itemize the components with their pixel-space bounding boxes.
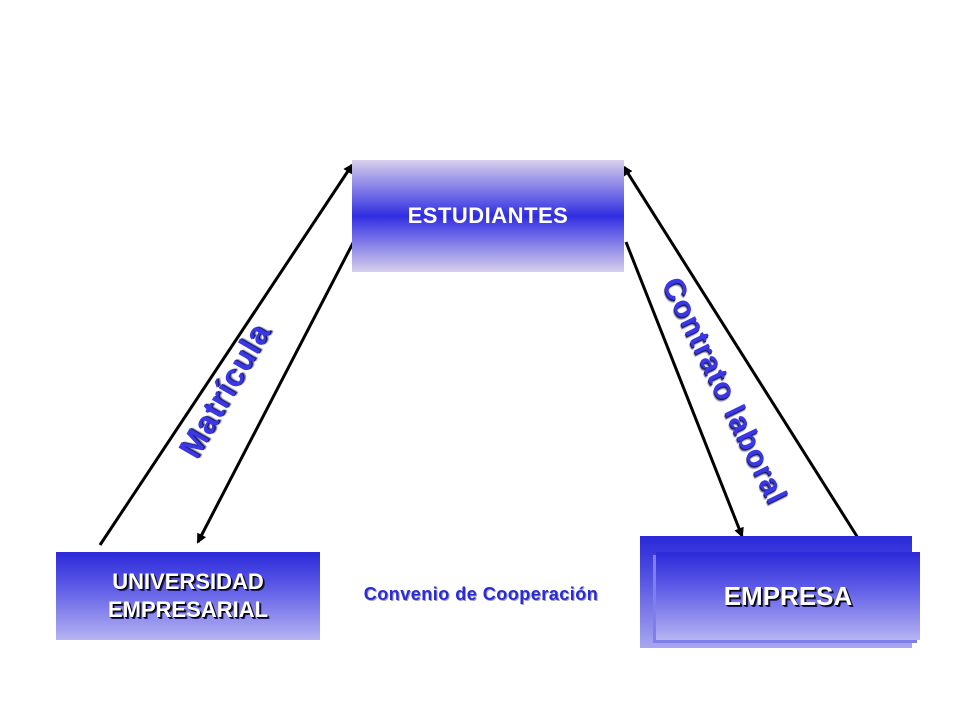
arrow-estudiantes-to-universidad [196,240,356,544]
arrow-empresa-to-estudiantes [622,165,860,539]
node-empresa: EMPRESA [656,552,920,640]
node-universidad-empresarial: UNIVERSIDAD EMPRESARIAL [56,552,320,640]
arrow-universidad-to-estudiantes [98,163,354,546]
arrow-estudiantes-to-empresa [624,241,744,538]
node-universidad-label-line1: UNIVERSIDAD [112,569,264,594]
node-universidad-label-line2: EMPRESARIAL [107,597,269,622]
node-empresa-label: EMPRESA [723,580,853,611]
node-estudiantes: ESTUDIANTES [352,160,624,272]
node-estudiantes-label: ESTUDIANTES [407,203,569,228]
edge-label-convenio: Convenio de Cooperación [363,584,599,604]
